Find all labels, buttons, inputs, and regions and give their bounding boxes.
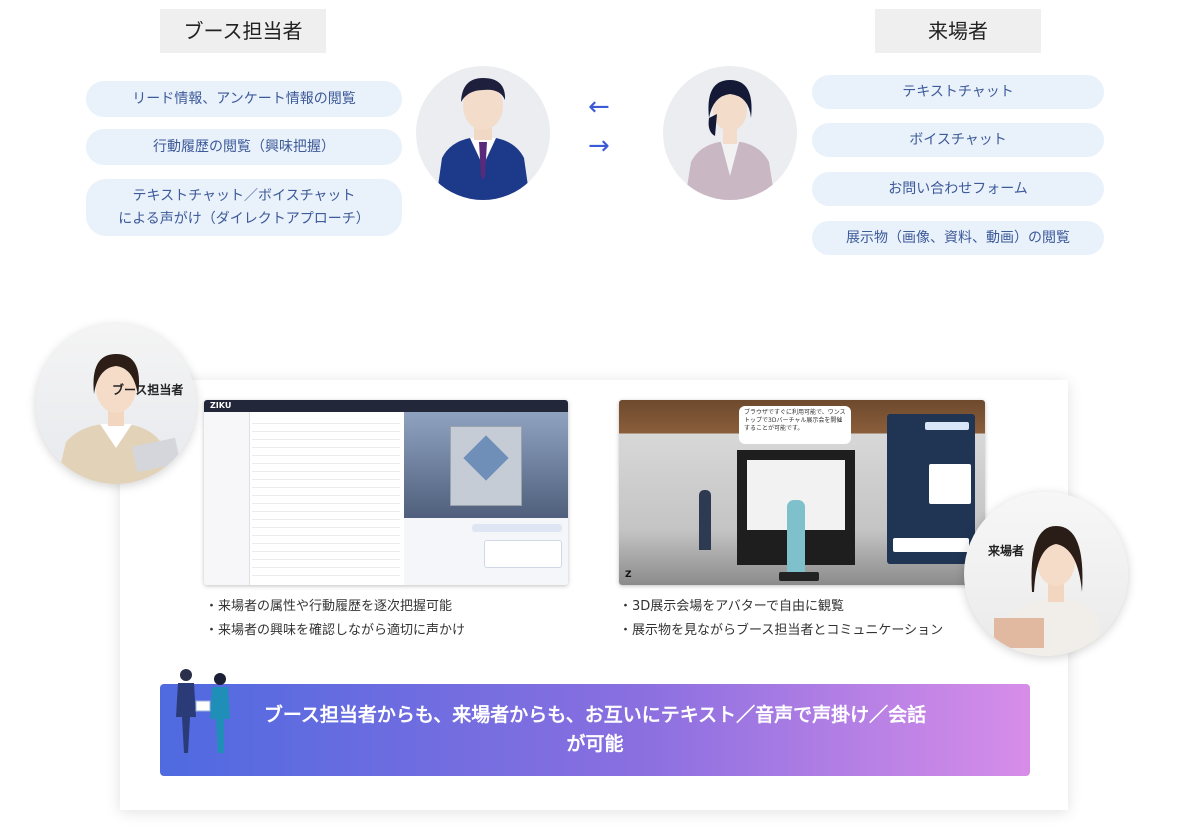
visitor-feature-contact-form: お問い合わせフォーム [812,172,1104,206]
right-bullet-1: ・3D展示会場をアバターで自由に観覧 [619,599,844,614]
dashboard-sidebar [204,412,250,585]
venue-speech-bubble: ブラウザですぐに利用可能で、ワンストップで3Dバーチャル展示会を開催することが可… [739,406,851,444]
booth-dashboard-screenshot: ZIKU [204,400,568,585]
venue-avatar-left [699,490,711,550]
left-bullet-1: ・来場者の属性や行動履歴を逐次把握可能 [205,599,453,614]
visitor-title: 来場者 [875,9,1041,53]
visitor-avatar [663,66,797,200]
visitor-3d-venue-screenshot: ブラウザですぐに利用可能で、ワンストップで3Dバーチャル展示会を開催することが可… [619,400,985,585]
banner-line-1: ブース担当者からも、来場者からも、お互いにテキスト／音声で声掛け／会話 [263,703,927,726]
visitor-photo [964,492,1128,656]
booth-feature-chat-line2: による声がけ（ダイレクトアプローチ） [118,210,370,227]
dashboard-list [252,416,400,582]
booth-feature-chat: テキストチャット／ボイスチャット による声がけ（ダイレクトアプローチ） [86,179,402,236]
booth-staff-title: ブース担当者 [160,9,326,53]
arrow-right-icon: → [588,131,610,161]
visitor-feature-voice-chat: ボイスチャット [812,123,1104,157]
banner-line-2: が可能 [566,733,624,755]
booth-feature-chat-line1: テキストチャット／ボイスチャット [132,188,356,205]
dashboard-logo: ZIKU [210,401,232,410]
booth-staff-avatar [416,66,550,200]
dashboard-chat-area [404,518,568,585]
venue-chat-panel [887,414,975,564]
communication-banner: ブース担当者からも、来場者からも、お互いにテキスト／音声で声掛け／会話 が可能 [160,684,1030,776]
right-bullet-2: ・展示物を見ながらブース担当者とコミュニケーション [619,623,944,638]
visitor-feature-exhibits: 展示物（画像、資料、動画）の閲覧 [812,221,1104,255]
dashboard-topbar [204,400,568,412]
dashboard-booth-view [404,412,568,518]
booth-feature-lead: リード情報、アンケート情報の閲覧 [86,81,402,117]
venue-controls [779,572,819,581]
arrow-left-icon: ← [588,92,610,122]
left-bullet-2: ・来場者の興味を確認しながら適切に声かけ [205,623,466,638]
handshake-people-icon [172,667,236,755]
visitor-photo-label: 来場者 [988,544,1025,558]
visitor-feature-text-chat: テキストチャット [812,75,1104,109]
booth-feature-history: 行動履歴の閲覧（興味把握） [86,129,402,165]
booth-staff-photo [36,324,196,484]
venue-logo: Z [625,570,632,580]
venue-avatar-center [787,500,805,572]
booth-staff-photo-label: ブース担当者 [112,383,184,397]
